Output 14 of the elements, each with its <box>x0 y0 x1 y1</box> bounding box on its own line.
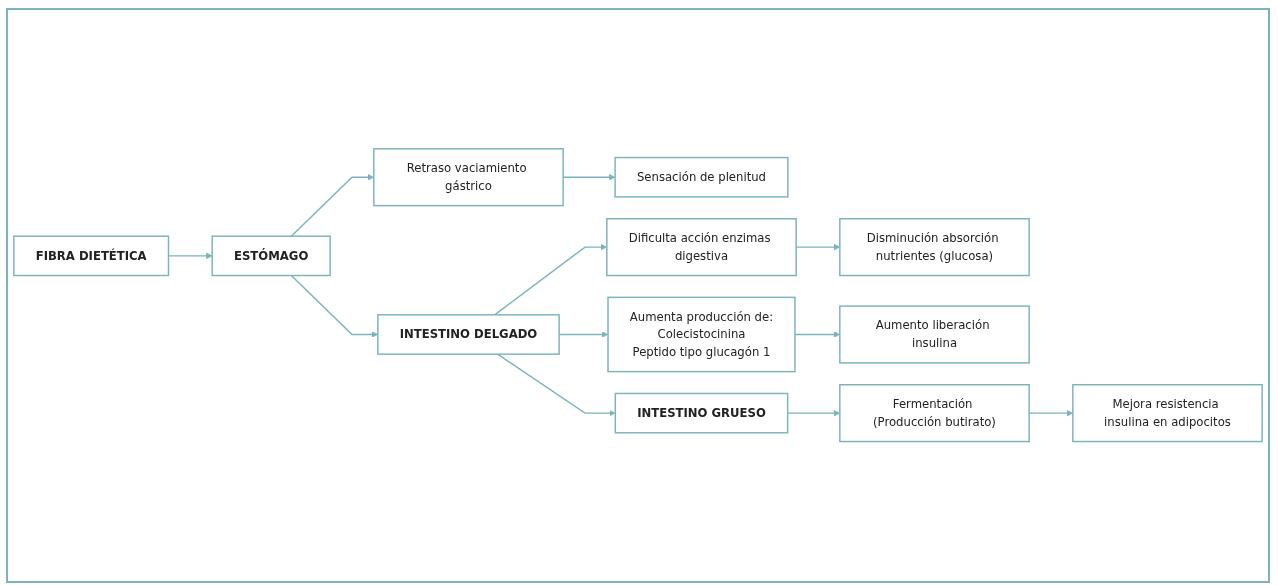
node-box <box>614 393 789 434</box>
node-box <box>607 296 796 373</box>
node-box <box>606 218 797 277</box>
node-box <box>13 235 170 277</box>
arrow <box>496 353 616 417</box>
node-box <box>839 218 1030 277</box>
node-box <box>211 235 331 277</box>
node-box <box>1072 384 1263 443</box>
node-box <box>377 314 560 356</box>
node-box <box>614 157 789 198</box>
diagram-frame: FIBRA DIETÉTICA ESTÓMAGO INTESTINO DELGADO INTESTINO GRUESO Retraso vaciamiento gástrico Sensación de plenitud Dificulta acción enzimas digestiva Disminución absorción nutrientes (glucosa) Aumenta producción de: Colecistocinina Peptido tipo glucagón 1 Aumento liberación insulina Fermentación (Producción butirato) Mejora resistencia insulina en adipocitos <box>6 8 1270 583</box>
node-box <box>839 384 1030 443</box>
node-box <box>839 305 1030 364</box>
node-box <box>373 148 564 207</box>
